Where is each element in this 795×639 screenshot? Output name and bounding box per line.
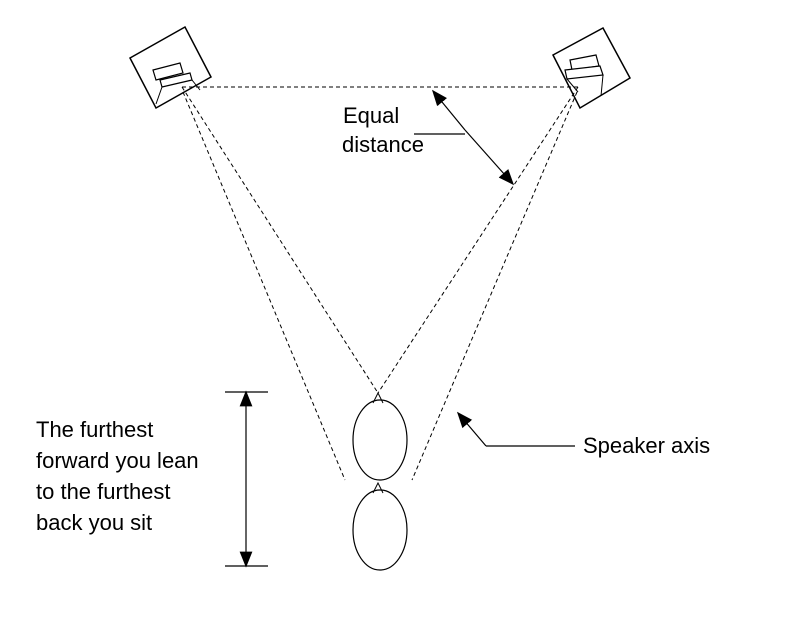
listener-head-forward: [353, 393, 407, 480]
speaker-axis-annotation: Speaker axis: [458, 413, 710, 458]
range-label-line1: The furthest: [36, 417, 153, 442]
range-label-line2: forward you lean: [36, 448, 199, 473]
left-speaker-icon: [130, 27, 211, 108]
equal-label-line2: distance: [342, 132, 424, 157]
listener-head-back: [353, 483, 407, 570]
equal-distance-annotation: Equal distance: [342, 91, 513, 184]
range-label-line3: to the furthest: [36, 479, 171, 504]
right-speaker-icon: [553, 28, 630, 108]
speaker-axis-label: Speaker axis: [583, 433, 710, 458]
listening-range-annotation: The furthest forward you lean to the fur…: [36, 392, 268, 566]
equal-label-line1: Equal: [343, 103, 399, 128]
range-label-line4: back you sit: [36, 510, 152, 535]
